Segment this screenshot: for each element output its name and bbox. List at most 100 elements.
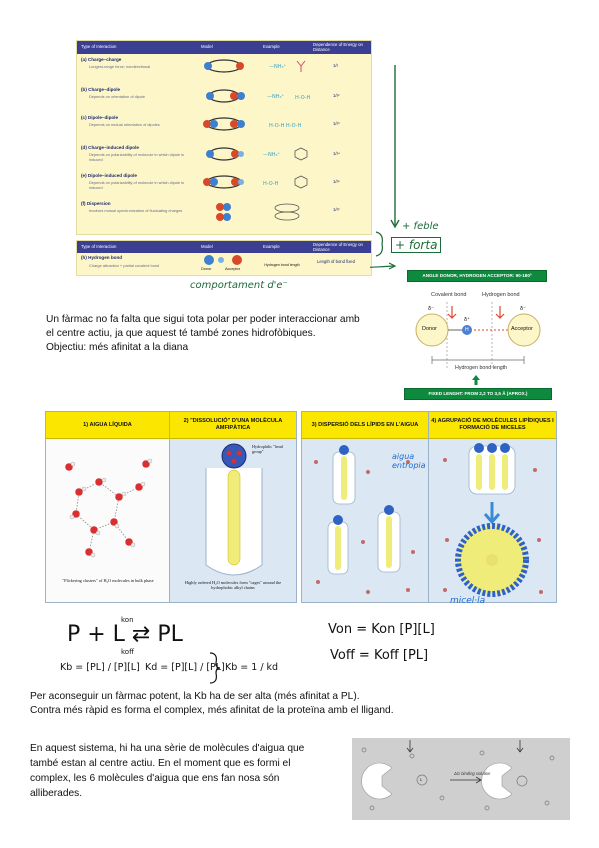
charge-charge-example: —NH₃⁺ (269, 60, 306, 72)
ligand-label: L (420, 777, 423, 782)
head-group-label: Hydrophilic "head group" (252, 444, 283, 454)
hbond-example-label: Hydrogen bond length (264, 263, 300, 267)
lipid-panels: 1) AIGUA LÍQUIDA "Flickering clusters" o… (45, 411, 557, 603)
svg-text:—NH₃⁺: —NH₃⁺ (267, 94, 285, 100)
dipole-induced-dipole-example: H-O-H (263, 175, 308, 189)
svg-text:—NH₃⁺: —NH₃⁺ (269, 64, 287, 70)
kb-kd-relation: Kb = 1 / kd (225, 662, 279, 673)
row-desc: Longest-range force; nondirectional (89, 64, 151, 69)
header-model: Model (201, 244, 213, 249)
table-row: (c) Dipole–dipole Depends on mutual orie… (77, 113, 371, 135)
row-title: (c) Dipole–dipole (81, 115, 119, 120)
header-type: Type of Interaction (81, 244, 117, 249)
panel-micelle-formation: 4) AGRUPACIÓ DE MOLÈCULES LIPÍDIQUES I F… (428, 411, 557, 603)
row-title: (d) Charge–induced dipole (81, 145, 139, 150)
charge-dipole-example: —NH₃⁺ H-O-H (267, 94, 311, 101)
hydrogen-atom: H (465, 327, 469, 333)
binding-diagram (352, 738, 570, 820)
panel-amphipathic: 2) "DISSOLUCIÓ" D'UNA MOLÈCULA AMFIPÀTIC… (169, 411, 297, 603)
paragraph-line: complex, les 6 molècules d'aigua que ens… (30, 773, 280, 784)
hydrogen-label: Hydrogen bond (482, 292, 520, 298)
acceptor-label: Acceptor (511, 326, 533, 332)
paragraph-1: Un fàrmac no fa falta que sigui tota pol… (46, 313, 396, 355)
paragraph-line: Contra més ràpid es forma el complex, mé… (30, 705, 394, 716)
angle-box: ANGLE DONOR, HYDROGEN ACCEPTOR: 90-180º (407, 270, 547, 282)
micelle-formation (443, 443, 543, 597)
annotation-feble: + feble (402, 221, 439, 232)
up-arrow-icon (472, 375, 480, 385)
annotation-aigua-entropia: aigua entropia (392, 452, 426, 470)
annotation-forta: + forta (391, 237, 442, 253)
panel-caption: Highly ordered H₂O molecules form "cages… (184, 580, 282, 590)
svg-text:H-O-H: H-O-H (263, 181, 279, 187)
svg-text:—NH₃⁺: —NH₃⁺ (263, 152, 281, 158)
table-row: (d) Charge–induced dipole Depends on pol… (77, 143, 371, 165)
charge-charge-model (204, 59, 244, 73)
row-dependence: 1/r⁵ (333, 179, 340, 184)
dipole-dipole-example: H-O-H H-O-H (269, 123, 302, 129)
paragraph-3: En aquest sistema, hi ha una sèrie de mo… (30, 741, 350, 801)
row-desc: Depends on mutual orientation of dipoles (89, 122, 160, 127)
panel-lipid-dispersion: 3) DISPERSIÓ DELS LÍPIDS EN L'AIGUA aigu… (301, 411, 429, 603)
hbond-row-title: (h) Hydrogen bond (81, 255, 123, 260)
kb-equation: Kb = [PL] / [P][L] (60, 662, 140, 673)
dipole-induced-dipole-model (203, 175, 244, 189)
header-dependence: Dependence of Energy on Distance (313, 242, 363, 252)
interactions-table: Type of Interaction Model Example Depend… (76, 40, 372, 235)
fixed-length-box: FIXED LENGHT: FROM 2,2 TO 3,5 Å (APROX.) (404, 388, 552, 400)
panel-title: 1) AIGUA LÍQUIDA (46, 412, 169, 439)
hbond-model (204, 255, 242, 265)
paragraph-2: Per aconseguir un fàrmac potent, la Kb h… (30, 690, 570, 718)
annotation-comportament: comportament d'e⁻ (190, 280, 288, 291)
charge-induced-dipole-model (206, 147, 244, 161)
dispersion-example (274, 203, 300, 221)
paragraph-line: alliberades. (30, 788, 83, 799)
svg-text:H-O-H H-O-H: H-O-H H-O-H (269, 123, 302, 129)
hbond-table: Type of Interaction Model Example Depend… (76, 240, 372, 276)
header-example: Example (263, 44, 280, 49)
donor-label: Donor (422, 326, 437, 332)
row-dependence: 1/r⁶ (333, 207, 340, 212)
row-dependence: 1/r⁴ (333, 151, 340, 156)
header-example: Example (263, 244, 280, 249)
hbond-dependence: Length of bond fixed (317, 259, 355, 264)
table-row: (f) Dispersion Involves mutual synchroni… (77, 199, 371, 221)
reaction-equation: P + L ⇄ PL (67, 622, 183, 647)
row-desc: Depends on polarizability of molecule in… (89, 180, 184, 190)
panel-title: 2) "DISSOLUCIÓ" D'UNA MOLÈCULA AMFIPÀTIC… (170, 412, 296, 439)
header-dependence: Dependence of Energy on Distance (313, 42, 363, 52)
annotation-arrows (370, 65, 400, 270)
table-row: (b) Charge–dipole Depends on orientation… (77, 85, 371, 107)
delta-minus-acceptor: δ⁻ (520, 306, 526, 312)
delta-plus: δ⁺ (464, 317, 470, 323)
covalent-label: Covalent bond (431, 292, 467, 298)
binding-label: ΔG binding solution (454, 771, 491, 776)
paragraph-line: Un fàrmac no fa falta que sigui tota pol… (46, 314, 360, 325)
row-dependence: 1/r³ (333, 121, 340, 126)
hbond-acceptor-label: Acceptor (225, 267, 240, 271)
hbond-length-label: Hydrogen bond length (455, 365, 508, 371)
row-title: (a) Charge–charge (81, 57, 122, 62)
kd-equation: Kd = [P][L] / [PL] (145, 662, 225, 673)
row-dependence: 1/r² (333, 93, 340, 98)
hbond-diagram (415, 302, 541, 368)
delta-minus-donor: δ⁻ (428, 306, 434, 312)
row-title: (f) Dispersion (81, 201, 111, 206)
amphipathic-molecule (205, 443, 263, 576)
von-equation: Von = Kon [P][L] (328, 622, 435, 637)
table-row: (e) Dipole–induced dipole Depends on pol… (77, 171, 371, 193)
row-desc: Involves mutual synchronization of fluct… (89, 208, 183, 213)
hbond-donor-label: Donor (201, 267, 212, 271)
charge-dipole-model (206, 89, 245, 103)
panel-caption: "Flickering clusters" of H₂O molecules i… (62, 578, 154, 583)
table-header: Type of Interaction Model Example Depend… (77, 41, 371, 54)
table-header: Type of Interaction Model Example Depend… (77, 241, 371, 253)
table-row: (a) Charge–charge Longest-range force; n… (77, 55, 371, 77)
paragraph-line: el centre actiu, ja que aquest té també … (46, 328, 316, 339)
brace-icon (209, 652, 221, 684)
header-type: Type of Interaction (81, 44, 117, 49)
row-title: (e) Dipole–induced dipole (81, 173, 137, 178)
annotation-micela: micel·la (450, 596, 486, 606)
row-dependence: 1/r (333, 63, 339, 68)
lipid-dispersion (314, 445, 415, 594)
